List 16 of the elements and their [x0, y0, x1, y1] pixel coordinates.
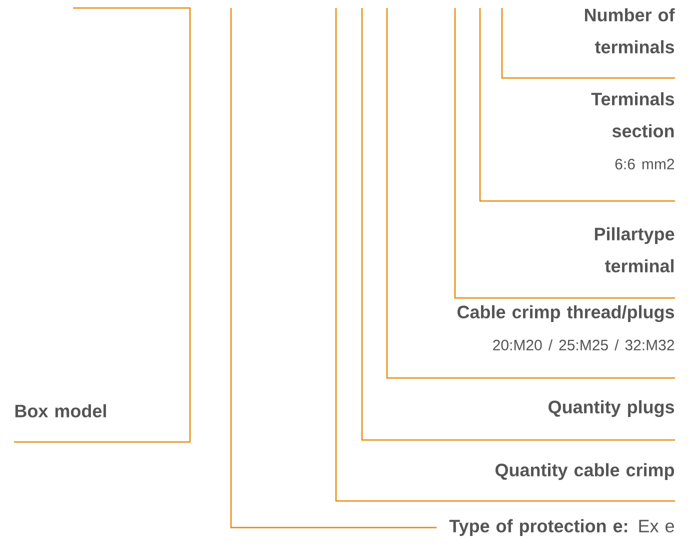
part-label: Quantity cable crimp	[496, 463, 674, 480]
part-label: Quantity plugs	[548, 400, 674, 418]
leader-line	[386, 8, 675, 379]
part-label: Cable crimp thread/plugs 20:M20 / 25:M25 / 32:M32	[458, 305, 674, 350]
leader-line	[361, 8, 675, 441]
leader-line	[14, 7, 191, 443]
part-label: Box model	[15, 404, 106, 418]
part-label: Number of terminals	[585, 8, 675, 54]
leader-line	[501, 8, 675, 79]
part-label: Type of protection e: Ex e	[449, 519, 674, 536]
part-label: Pillartype terminal	[594, 227, 674, 272]
leader-line	[230, 8, 437, 528]
leader-line	[479, 8, 675, 202]
leader-line	[454, 8, 675, 299]
part-label: Terminals section 6:6 mm2	[591, 92, 674, 170]
leader-line	[335, 8, 675, 502]
